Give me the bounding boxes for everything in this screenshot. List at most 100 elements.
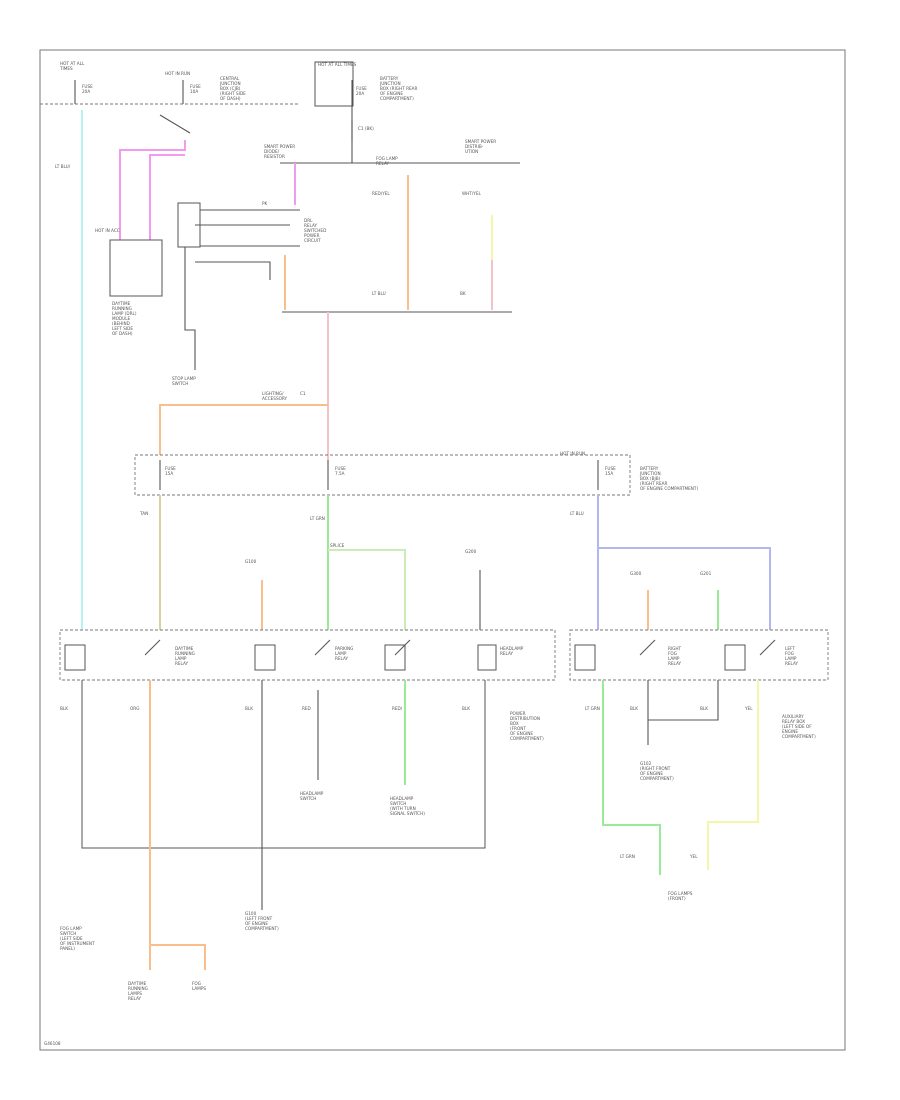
label-line: OF DASH) [220, 96, 241, 101]
label-line: OF ENGINE [245, 921, 268, 926]
wht-tag: WHT/YEL [462, 191, 481, 196]
label-line: (LEFT SIDE [60, 936, 83, 941]
tan-label: TAN [139, 511, 148, 516]
label-line: POWER [510, 711, 526, 716]
relay-b [254, 639, 331, 671]
label-line: RELAY [175, 661, 189, 666]
label-line: G102 [640, 761, 652, 766]
splice-label: SPLICE [330, 543, 345, 548]
orange-branch-left [159, 404, 328, 455]
wire-blk-4: BLK [630, 706, 638, 711]
label-line: SWITCH [390, 801, 406, 806]
yel-bottom-label: YEL [689, 854, 698, 859]
label-line: LAMP [668, 656, 680, 661]
label-line: ACCESSORY [262, 396, 288, 401]
label-line: FUSE [335, 466, 346, 471]
label-line: (FRONT [510, 726, 526, 731]
pink-wire-2 [149, 154, 185, 240]
label-line: FOG LAMPS [668, 891, 693, 896]
label-line: OF ENGINE [510, 731, 533, 736]
label-line: ENGINE [782, 729, 798, 734]
label-line: RUNNING [112, 306, 132, 311]
lightgreen-branch [328, 549, 406, 630]
label-line: LIGHTING/ [262, 391, 284, 396]
label-line: RELAY [335, 656, 349, 661]
wire-red-2: RED/ [392, 706, 403, 711]
black-wire-relay [184, 247, 196, 370]
label-line: TAN [139, 511, 148, 516]
label-line: COMPARTMENT) [245, 926, 279, 931]
label-line: G100 [245, 911, 257, 916]
wire-yel: YEL [744, 706, 753, 711]
label-line: G200 [465, 549, 477, 554]
wire-blk-2: BLK [245, 706, 253, 711]
label-line: RIGHT [668, 646, 682, 651]
label-line: COMPARTMENT) [510, 736, 544, 741]
yellow-aux-wire [707, 680, 759, 870]
lower-module-box [81, 680, 486, 849]
label-line: BLK [630, 706, 638, 711]
label-line: G46108 [44, 1041, 61, 1046]
label-line: LAMPS [128, 991, 142, 996]
label-line: OF INSTRUMENT [60, 941, 95, 946]
label-line: POWER [304, 233, 320, 238]
battery-junction-box-mid [134, 454, 631, 496]
pk-connector-label: LIGHTING/ACCESSORY [262, 391, 288, 401]
pink-wire-top [119, 140, 186, 240]
label-line: YEL [744, 706, 753, 711]
footer-code: G46108 [44, 1041, 61, 1046]
label-line: LT GRN [620, 854, 635, 859]
lt-grn-bottom-label: LT GRN [620, 854, 635, 859]
label-line: BOX (BJB) [640, 476, 661, 481]
label-line: MODULE [112, 316, 131, 321]
fog-lamp-bottom-label: FOG LAMPS(FRONT) [668, 891, 693, 901]
label-line: LEFT SIDE [112, 326, 133, 331]
label-line: COMPARTMENT) [380, 96, 414, 101]
relay-a [64, 639, 161, 671]
label-line: LAMP [335, 651, 347, 656]
wire-blk-5: BLK [700, 706, 708, 711]
left-wire-label: LT BLU/ [55, 164, 71, 169]
label-line: HEADLAMP [390, 796, 414, 801]
label-line: BLK [700, 706, 708, 711]
label-line: JUNCTION [639, 471, 661, 476]
label-line: HOT AT ALL TIMES [318, 62, 357, 67]
label-line: 20A [356, 91, 364, 96]
label-line: FOG LAMP [60, 926, 82, 931]
label-line: LT GRN [585, 706, 600, 711]
label-line: C1 (BK) [358, 126, 374, 131]
label-line: LT GRN [310, 516, 325, 521]
label-line: SPLICE [330, 543, 345, 548]
label-line: RELAY [304, 223, 318, 228]
label-line: BLK [245, 706, 253, 711]
hot-in-acc-label: HOT IN ACC [95, 228, 120, 233]
label-line: ORG [130, 706, 139, 711]
label-line: LAMPS [192, 986, 206, 991]
relay-c [384, 639, 411, 671]
label-line: SIGNAL SWITCH) [390, 811, 425, 816]
label-line: 7.5A [335, 471, 345, 476]
label-line: RESISTOR [264, 154, 285, 159]
label-line: UTION [465, 149, 478, 154]
label-line: (RIGHT REAR [640, 481, 667, 486]
label-line: FOG [668, 651, 677, 656]
label-line: LEFT [785, 646, 795, 651]
label-line: COMPARTMENT) [782, 734, 816, 739]
lt-blu-2-label: LT BLU [570, 511, 584, 516]
label-line: RELAY [376, 161, 390, 166]
